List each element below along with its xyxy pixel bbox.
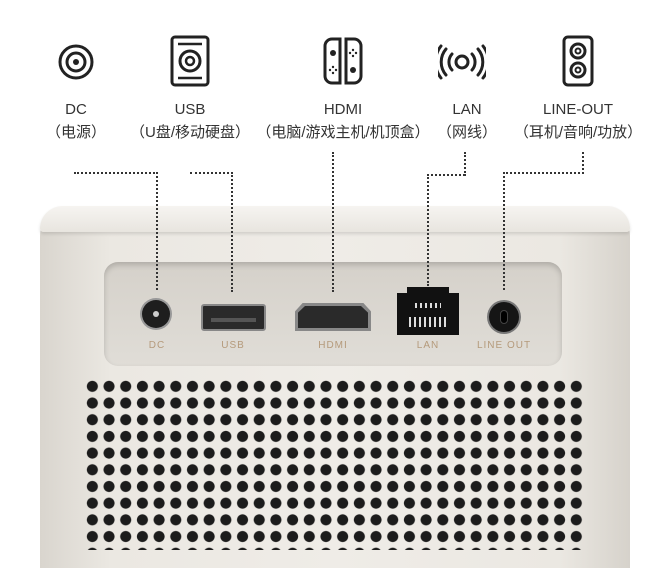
speaker-grille xyxy=(84,378,586,550)
leader-usb xyxy=(190,172,233,174)
panel-label-lan: LAN xyxy=(416,340,440,351)
leader-usb-v xyxy=(231,172,233,292)
panel-label-line-out: LINE OUT xyxy=(476,340,532,351)
panel-label-usb: USB xyxy=(221,340,245,351)
line-out-port xyxy=(489,302,519,332)
leader-line-out xyxy=(582,152,584,174)
lan-port xyxy=(397,287,459,335)
dc-port xyxy=(142,300,170,328)
label-hdmi: HDMI（电脑/游戏主机/机顶盒） xyxy=(256,101,430,141)
leader-lan-h xyxy=(427,174,465,176)
hdmi-port xyxy=(295,303,371,331)
leader-dc-v xyxy=(156,172,158,290)
label-lan: LAN（网线） xyxy=(436,101,498,141)
network-signal-icon xyxy=(438,44,486,80)
leader-line-out-h xyxy=(503,172,584,174)
label-line-out: LINE-OUT（耳机/音响/功放） xyxy=(513,101,643,141)
dc-power-icon xyxy=(58,44,94,80)
leader-dc xyxy=(74,172,158,174)
leader-lan-v xyxy=(427,174,429,286)
label-dc: DC（电源） xyxy=(45,101,107,141)
device-top-cap xyxy=(40,206,630,232)
usb-drive-icon xyxy=(170,35,210,87)
speaker-icon xyxy=(562,35,594,87)
leader-lan xyxy=(464,152,466,176)
label-usb: USB（U盘/移动硬盘） xyxy=(129,101,251,141)
leader-hdmi xyxy=(332,152,334,292)
usb-port xyxy=(201,304,266,331)
leader-line-out-v xyxy=(503,172,505,290)
panel-label-hdmi: HDMI xyxy=(318,340,348,351)
game-controller-icon xyxy=(323,37,363,85)
panel-label-dc: DC xyxy=(148,340,166,351)
